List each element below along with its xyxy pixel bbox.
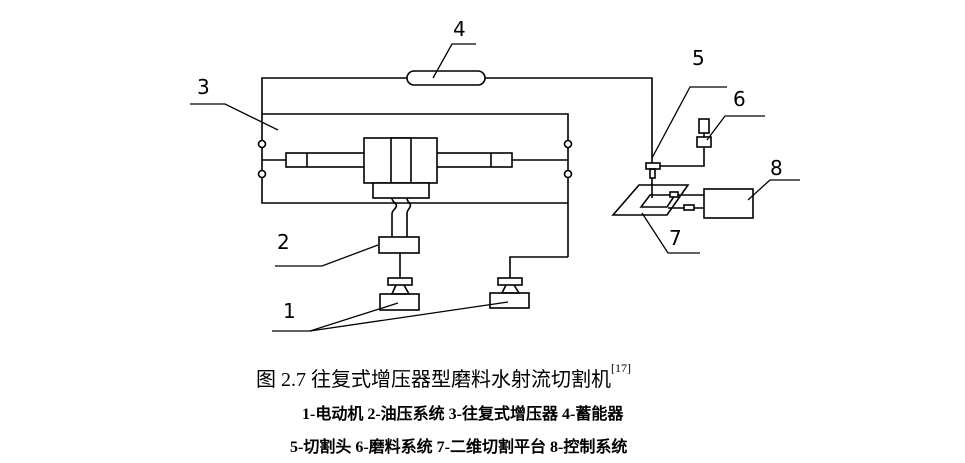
legend-line-2: 5-切割头 6-磨料系统 7-二维切割平台 8-控制系统 (290, 439, 628, 456)
abrasive-system (660, 118, 712, 167)
control-system (703, 188, 754, 219)
high-pressure-line (261, 77, 653, 163)
label-8: 8 (770, 156, 783, 180)
label-6: 6 (733, 87, 746, 111)
label-1: 1 (283, 299, 296, 323)
cutting-head (645, 162, 661, 198)
label-2: 2 (277, 230, 290, 254)
leader-lines (190, 43, 800, 332)
motor-right (489, 256, 568, 309)
label-4: 4 (453, 17, 466, 41)
intensifier (257, 113, 573, 257)
legend-line-1: 1-电动机 2-油压系统 3-往复式增压器 4-蓄能器 (302, 406, 624, 423)
label-5: 5 (692, 46, 705, 70)
oil-pressure-system (378, 236, 420, 254)
hydraulic-pipes (391, 197, 412, 237)
accumulator (406, 70, 486, 86)
label-7: 7 (669, 226, 682, 250)
figure-caption: 图 2.7 往复式增压器型磨料水射流切割机[17] (256, 361, 631, 392)
motor-left (379, 253, 420, 311)
label-3: 3 (197, 75, 210, 99)
caption-title: 图 2.7 往复式增压器型磨料水射流切割机 (256, 369, 611, 391)
cutting-table (611, 184, 704, 216)
caption-reference: [17] (611, 361, 631, 375)
